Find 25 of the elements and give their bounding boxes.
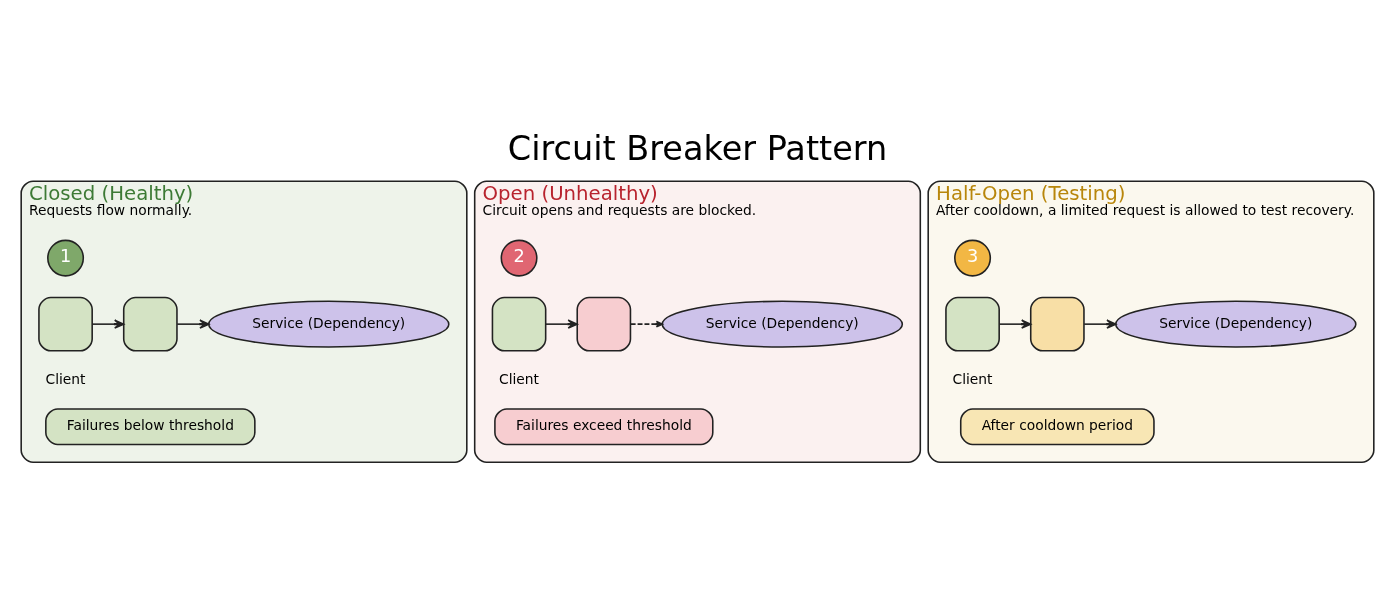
node-circle: 2 [500,239,538,277]
node-box [38,296,93,352]
node-ellipse: Service (Dependency) [661,300,904,348]
node-label: Client [952,370,993,387]
arrow [91,319,125,329]
node-ellipse: Service (Dependency) [1115,300,1357,348]
node-label: Client [499,370,540,387]
node-box [945,296,1000,352]
node-box: Failures exceed threshold [494,408,714,446]
node-circle: 1 [47,239,85,277]
node-box [122,296,178,352]
arrow [545,319,578,329]
node-box: Failures below threshold [45,408,256,446]
node-circle: 3 [954,239,992,277]
diagram-title: Circuit Breaker Pattern [507,128,888,168]
arrow [629,320,664,328]
node-box [1029,296,1085,352]
arrow [998,319,1032,329]
node-box [576,296,632,352]
node-box: After cooldown period [959,408,1155,446]
node-ellipse: Service (Dependency) [207,300,450,348]
arrow [1083,319,1117,329]
node-box [491,296,547,352]
arrow [176,319,210,329]
node-label: Client [45,370,86,387]
